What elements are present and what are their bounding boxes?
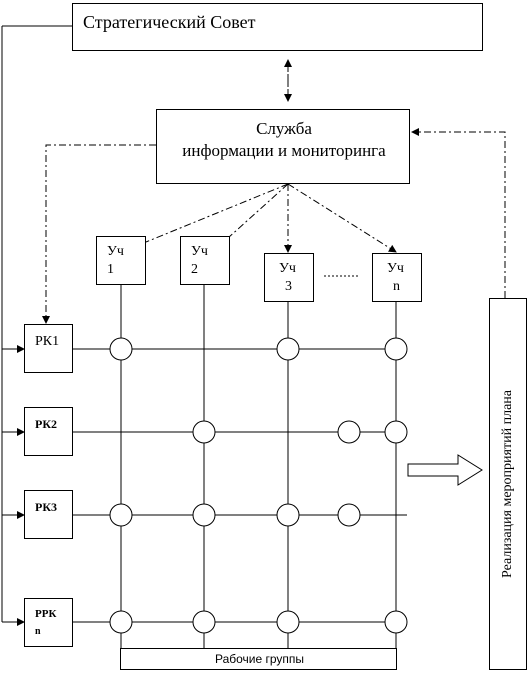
row-label: РК3 [35, 500, 58, 514]
row-label-index: n [35, 626, 41, 637]
participant-box-3: Уч 3 [264, 253, 314, 302]
grid-node [384, 337, 408, 361]
grid-node [384, 420, 408, 444]
row-label: РРК [35, 608, 57, 620]
grid-node [276, 337, 300, 361]
grid-node [192, 420, 216, 444]
grid-node [276, 503, 300, 527]
working-groups-box: Рабочие группы [120, 648, 397, 670]
plan-implementation-box: Реализация мероприятий плана [489, 298, 527, 670]
row-box-rk1: РК1 [24, 324, 73, 373]
row-box-rrkn: РРК n [24, 598, 73, 647]
participant-box-1: Уч 1 [96, 236, 146, 285]
plan-implementation-label: Реализация мероприятий плана [500, 390, 515, 578]
participant-number: 2 [191, 262, 198, 277]
row-box-rk3: РК3 [24, 490, 73, 539]
strategic-council-label: Стратегический Совет [83, 12, 256, 32]
info-service-title: Служба [256, 119, 312, 138]
grid-node [192, 610, 216, 634]
participant-label: Уч [387, 261, 404, 276]
grid-node [109, 337, 133, 361]
participant-number: 3 [285, 279, 292, 294]
row-label: РК2 [35, 417, 58, 431]
participant-number: n [393, 279, 400, 294]
participant-number: 1 [107, 262, 114, 277]
block-arrow [407, 454, 483, 486]
strategic-council-box: Стратегический Совет [72, 3, 483, 51]
participant-label: Уч [107, 244, 124, 259]
info-service-box: Служба информации и мониторинга [156, 109, 410, 184]
grid-node [276, 610, 300, 634]
grid-node [109, 610, 133, 634]
grid-node [192, 503, 216, 527]
row-label: РК1 [35, 334, 60, 349]
grid-node [109, 503, 133, 527]
left-feedback-lines [1, 25, 72, 626]
row-box-rk2: РК2 [24, 407, 73, 456]
grid-node [384, 610, 408, 634]
grid-node [337, 420, 361, 444]
participant-box-2: Уч 2 [180, 236, 230, 285]
participant-label: Уч [191, 244, 208, 259]
grid-node [337, 503, 361, 527]
info-service-subtitle: информации и мониторинга [182, 141, 386, 160]
participant-label: Уч [279, 261, 296, 276]
dashdot-connections [42, 59, 506, 324]
working-groups-label: Рабочие группы [214, 652, 305, 666]
grid-nodes [109, 337, 408, 634]
participant-box-n: Уч n [372, 253, 422, 302]
